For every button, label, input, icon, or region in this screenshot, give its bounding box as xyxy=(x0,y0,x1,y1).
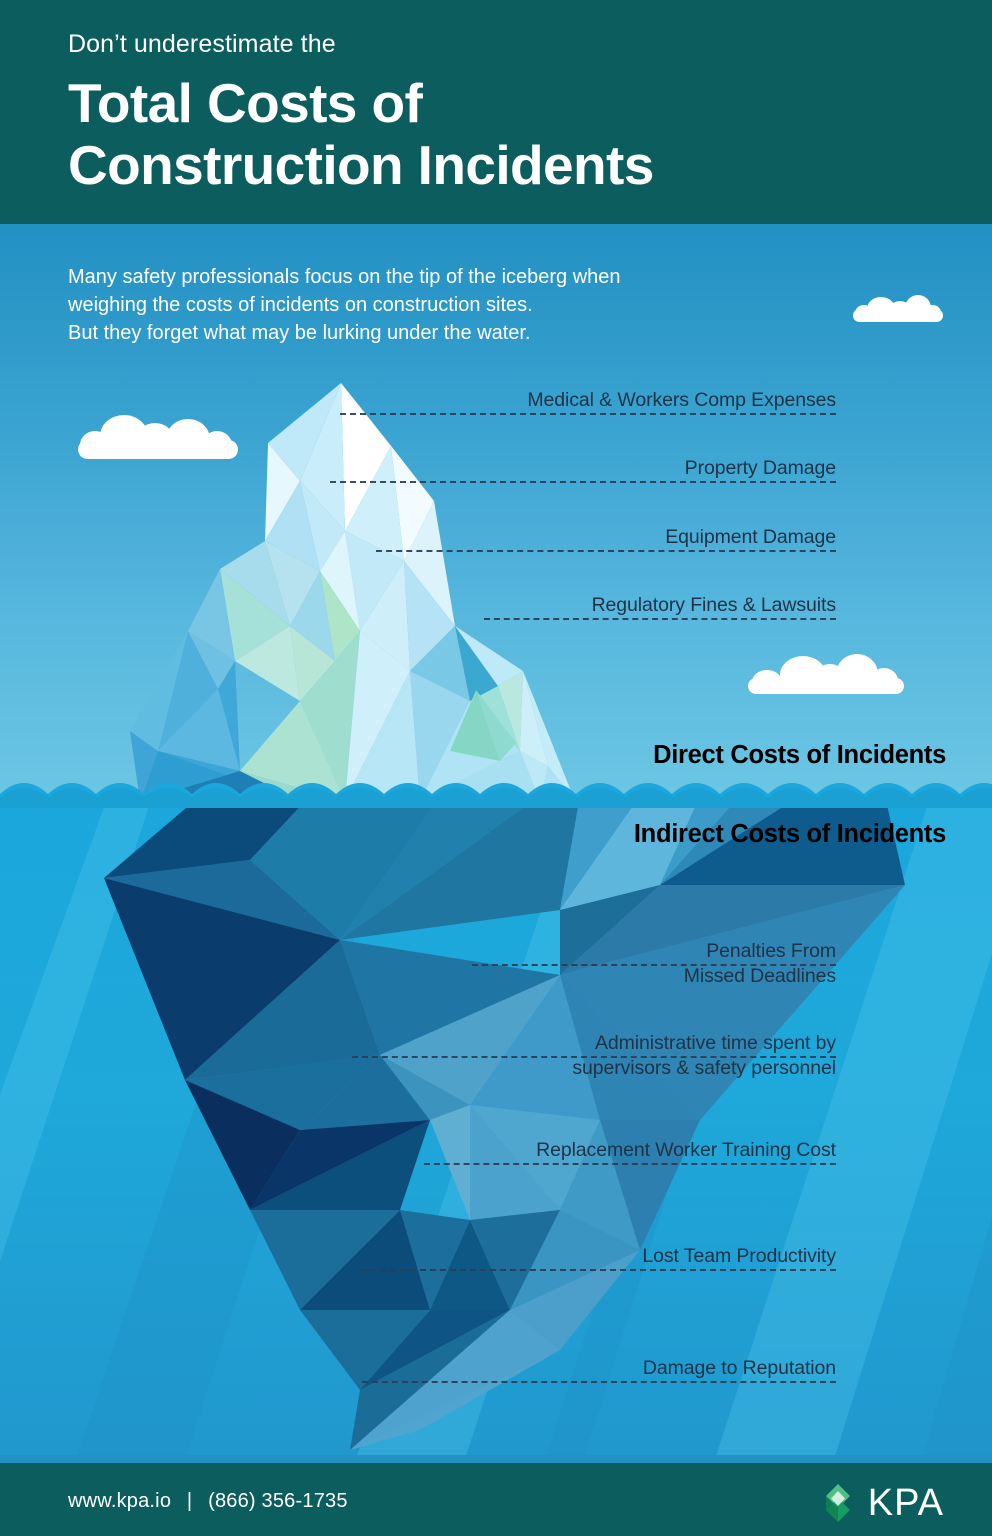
intro-paragraph: Many safety professionals focus on the t… xyxy=(68,266,621,344)
indirect-cost-label-2: Administrative time spent by supervisors… xyxy=(572,1032,836,1079)
direct-cost-label-4: Regulatory Fines & Lawsuits xyxy=(591,594,837,616)
indirect-cost-label-1: Penalties From Missed Deadlines xyxy=(683,940,836,987)
footer-phone[interactable]: (866) 356-1735 xyxy=(208,1490,348,1512)
header-kicker: Don’t underestimate the xyxy=(68,30,336,58)
leader-line-indirect-3 xyxy=(424,1163,836,1165)
leader-line-direct-3 xyxy=(376,550,836,552)
cloud-puff xyxy=(925,305,941,321)
cloud-icon xyxy=(853,292,943,322)
cloud-puff xyxy=(870,668,898,694)
section-heading-direct: Direct Costs of Incidents xyxy=(653,741,946,769)
kpa-logo-text: KPA xyxy=(867,1482,944,1524)
direct-cost-label-3: Equipment Damage xyxy=(665,526,836,548)
cloud-icon xyxy=(78,409,238,459)
header-accent-rule xyxy=(0,224,992,231)
leader-line-indirect-5 xyxy=(362,1381,836,1383)
kpa-diamond-logo-icon xyxy=(825,1484,850,1522)
footer-accent-rule xyxy=(0,1455,992,1463)
cloud-puff xyxy=(855,305,873,321)
header-banner: Don’t underestimate the Total Costs of C… xyxy=(0,0,992,224)
indirect-cost-label-5: Damage to Reputation xyxy=(642,1357,836,1379)
kpa-logo: KPA xyxy=(817,1483,944,1523)
cloud-icon xyxy=(748,652,904,694)
leader-line-direct-2 xyxy=(330,481,836,483)
footer-separator: | xyxy=(186,1490,193,1512)
cloud-puff xyxy=(752,670,782,694)
direct-cost-label-2: Property Damage xyxy=(684,457,836,479)
iceberg-below-water xyxy=(104,796,905,1450)
leader-line-indirect-4 xyxy=(360,1269,836,1271)
page-title: Total Costs of Construction Incidents xyxy=(68,72,654,196)
cloud-puff xyxy=(202,431,232,459)
leader-line-indirect-1 xyxy=(472,964,836,966)
direct-cost-label-1: Medical & Workers Comp Expenses xyxy=(527,389,836,411)
footer-contact: www.kpa.io | (866) 356-1735 xyxy=(68,1490,348,1513)
section-heading-indirect: Indirect Costs of Incidents xyxy=(633,820,946,848)
indirect-cost-label-3: Replacement Worker Training Cost xyxy=(536,1139,836,1161)
indirect-cost-label-4: Lost Team Productivity xyxy=(642,1245,836,1267)
leader-line-direct-4 xyxy=(484,618,836,620)
wave-icon xyxy=(0,783,992,808)
cloud-puff xyxy=(80,431,110,459)
leader-line-indirect-2 xyxy=(352,1056,836,1058)
footer-website[interactable]: www.kpa.io xyxy=(68,1490,172,1512)
leader-line-direct-1 xyxy=(340,413,836,415)
